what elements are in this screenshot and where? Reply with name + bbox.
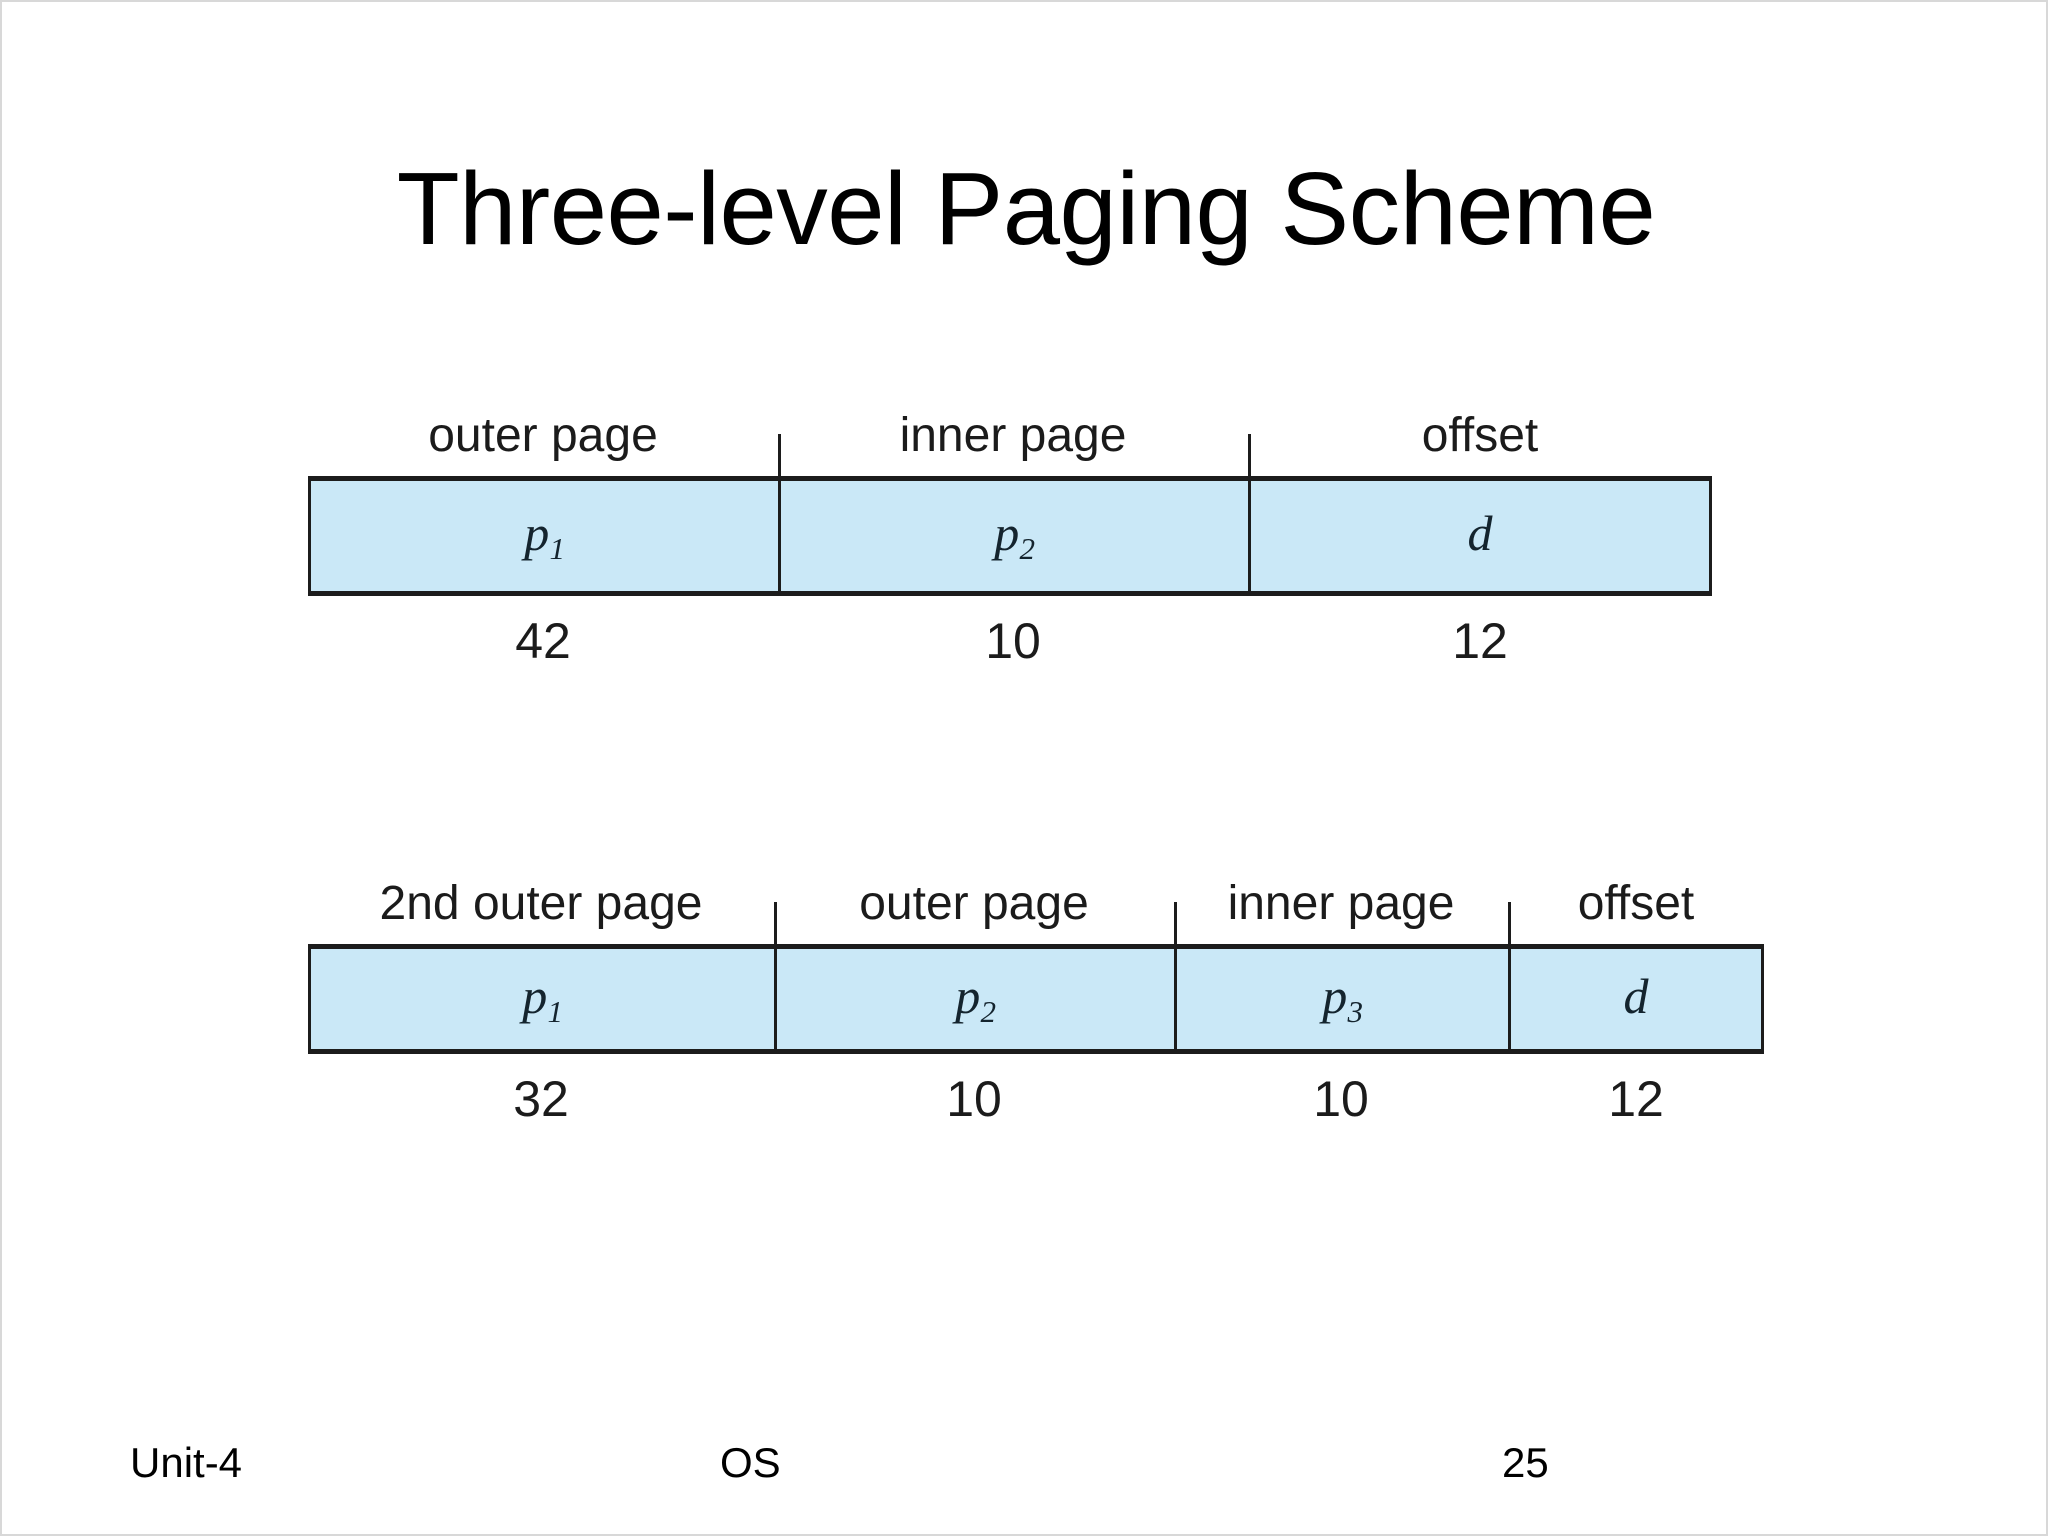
- divider-tick: [778, 434, 781, 476]
- bar-cell-symbol: p2: [994, 504, 1036, 567]
- bar-cell-symbol: p2: [955, 967, 997, 1030]
- divider-tick: [774, 902, 777, 944]
- bar-cell-symbol: p1: [522, 967, 564, 1030]
- bar-cell-symbol: d: [1467, 504, 1493, 561]
- bar-cell-symbol: d: [1623, 967, 1649, 1024]
- three-level-label-row: 2nd outer page outer page inner page off…: [308, 874, 1764, 944]
- two-level-bit-count-row: 42 10 12: [308, 610, 1712, 682]
- two-level-address-diagram: outer page inner page offset p1 p2 d 42 …: [308, 406, 1712, 682]
- bar-cell-outer-page: p1: [311, 481, 781, 591]
- bar-cell-2nd-outer-page: p1: [311, 949, 777, 1049]
- segment-label-2nd-outer-page: 2nd outer page: [379, 877, 703, 930]
- bit-count-offset: 12: [1608, 1071, 1664, 1127]
- two-level-label-row: outer page inner page offset: [308, 406, 1712, 476]
- footer-topic-label: OS: [720, 1439, 781, 1486]
- divider-tick: [1174, 902, 1177, 944]
- bar-cell-symbol: p1: [524, 504, 566, 567]
- segment-label-inner-page: inner page: [899, 409, 1127, 462]
- bit-count-inner-page: 10: [1313, 1071, 1369, 1127]
- footer-unit-label: Unit-4: [130, 1439, 243, 1486]
- divider-tick: [1508, 902, 1511, 944]
- three-level-bit-count-row: 32 10 10 12: [308, 1068, 1764, 1140]
- bit-count-offset: 12: [1452, 613, 1508, 669]
- bit-count-outer-page: 10: [946, 1071, 1002, 1127]
- divider-tick: [1248, 434, 1251, 476]
- bar-cell-symbol: p3: [1322, 967, 1364, 1030]
- three-level-address-diagram: 2nd outer page outer page inner page off…: [308, 874, 1764, 1140]
- bar-cell-offset: d: [1251, 481, 1709, 591]
- footer-page-number: 25: [1502, 1439, 1549, 1486]
- bar-cell-offset: d: [1511, 949, 1761, 1049]
- page-title: Three-level Paging Scheme: [396, 151, 1656, 266]
- segment-label-offset: offset: [1421, 409, 1539, 462]
- bar-cell-outer-page: p2: [777, 949, 1177, 1049]
- segment-label-outer-page: outer page: [428, 409, 658, 462]
- bit-count-inner-page: 10: [985, 613, 1041, 669]
- bit-count-2nd-outer-page: 32: [513, 1071, 569, 1127]
- bar-cell-inner-page: p3: [1177, 949, 1511, 1049]
- two-level-address-bar: p1 p2 d: [308, 476, 1712, 596]
- bar-cell-inner-page: p2: [781, 481, 1251, 591]
- segment-label-offset: offset: [1577, 877, 1695, 930]
- three-level-address-bar: p1 p2 p3 d: [308, 944, 1764, 1054]
- segment-label-outer-page: outer page: [859, 877, 1089, 930]
- segment-label-inner-page: inner page: [1227, 877, 1455, 930]
- bit-count-outer-page: 42: [515, 613, 571, 669]
